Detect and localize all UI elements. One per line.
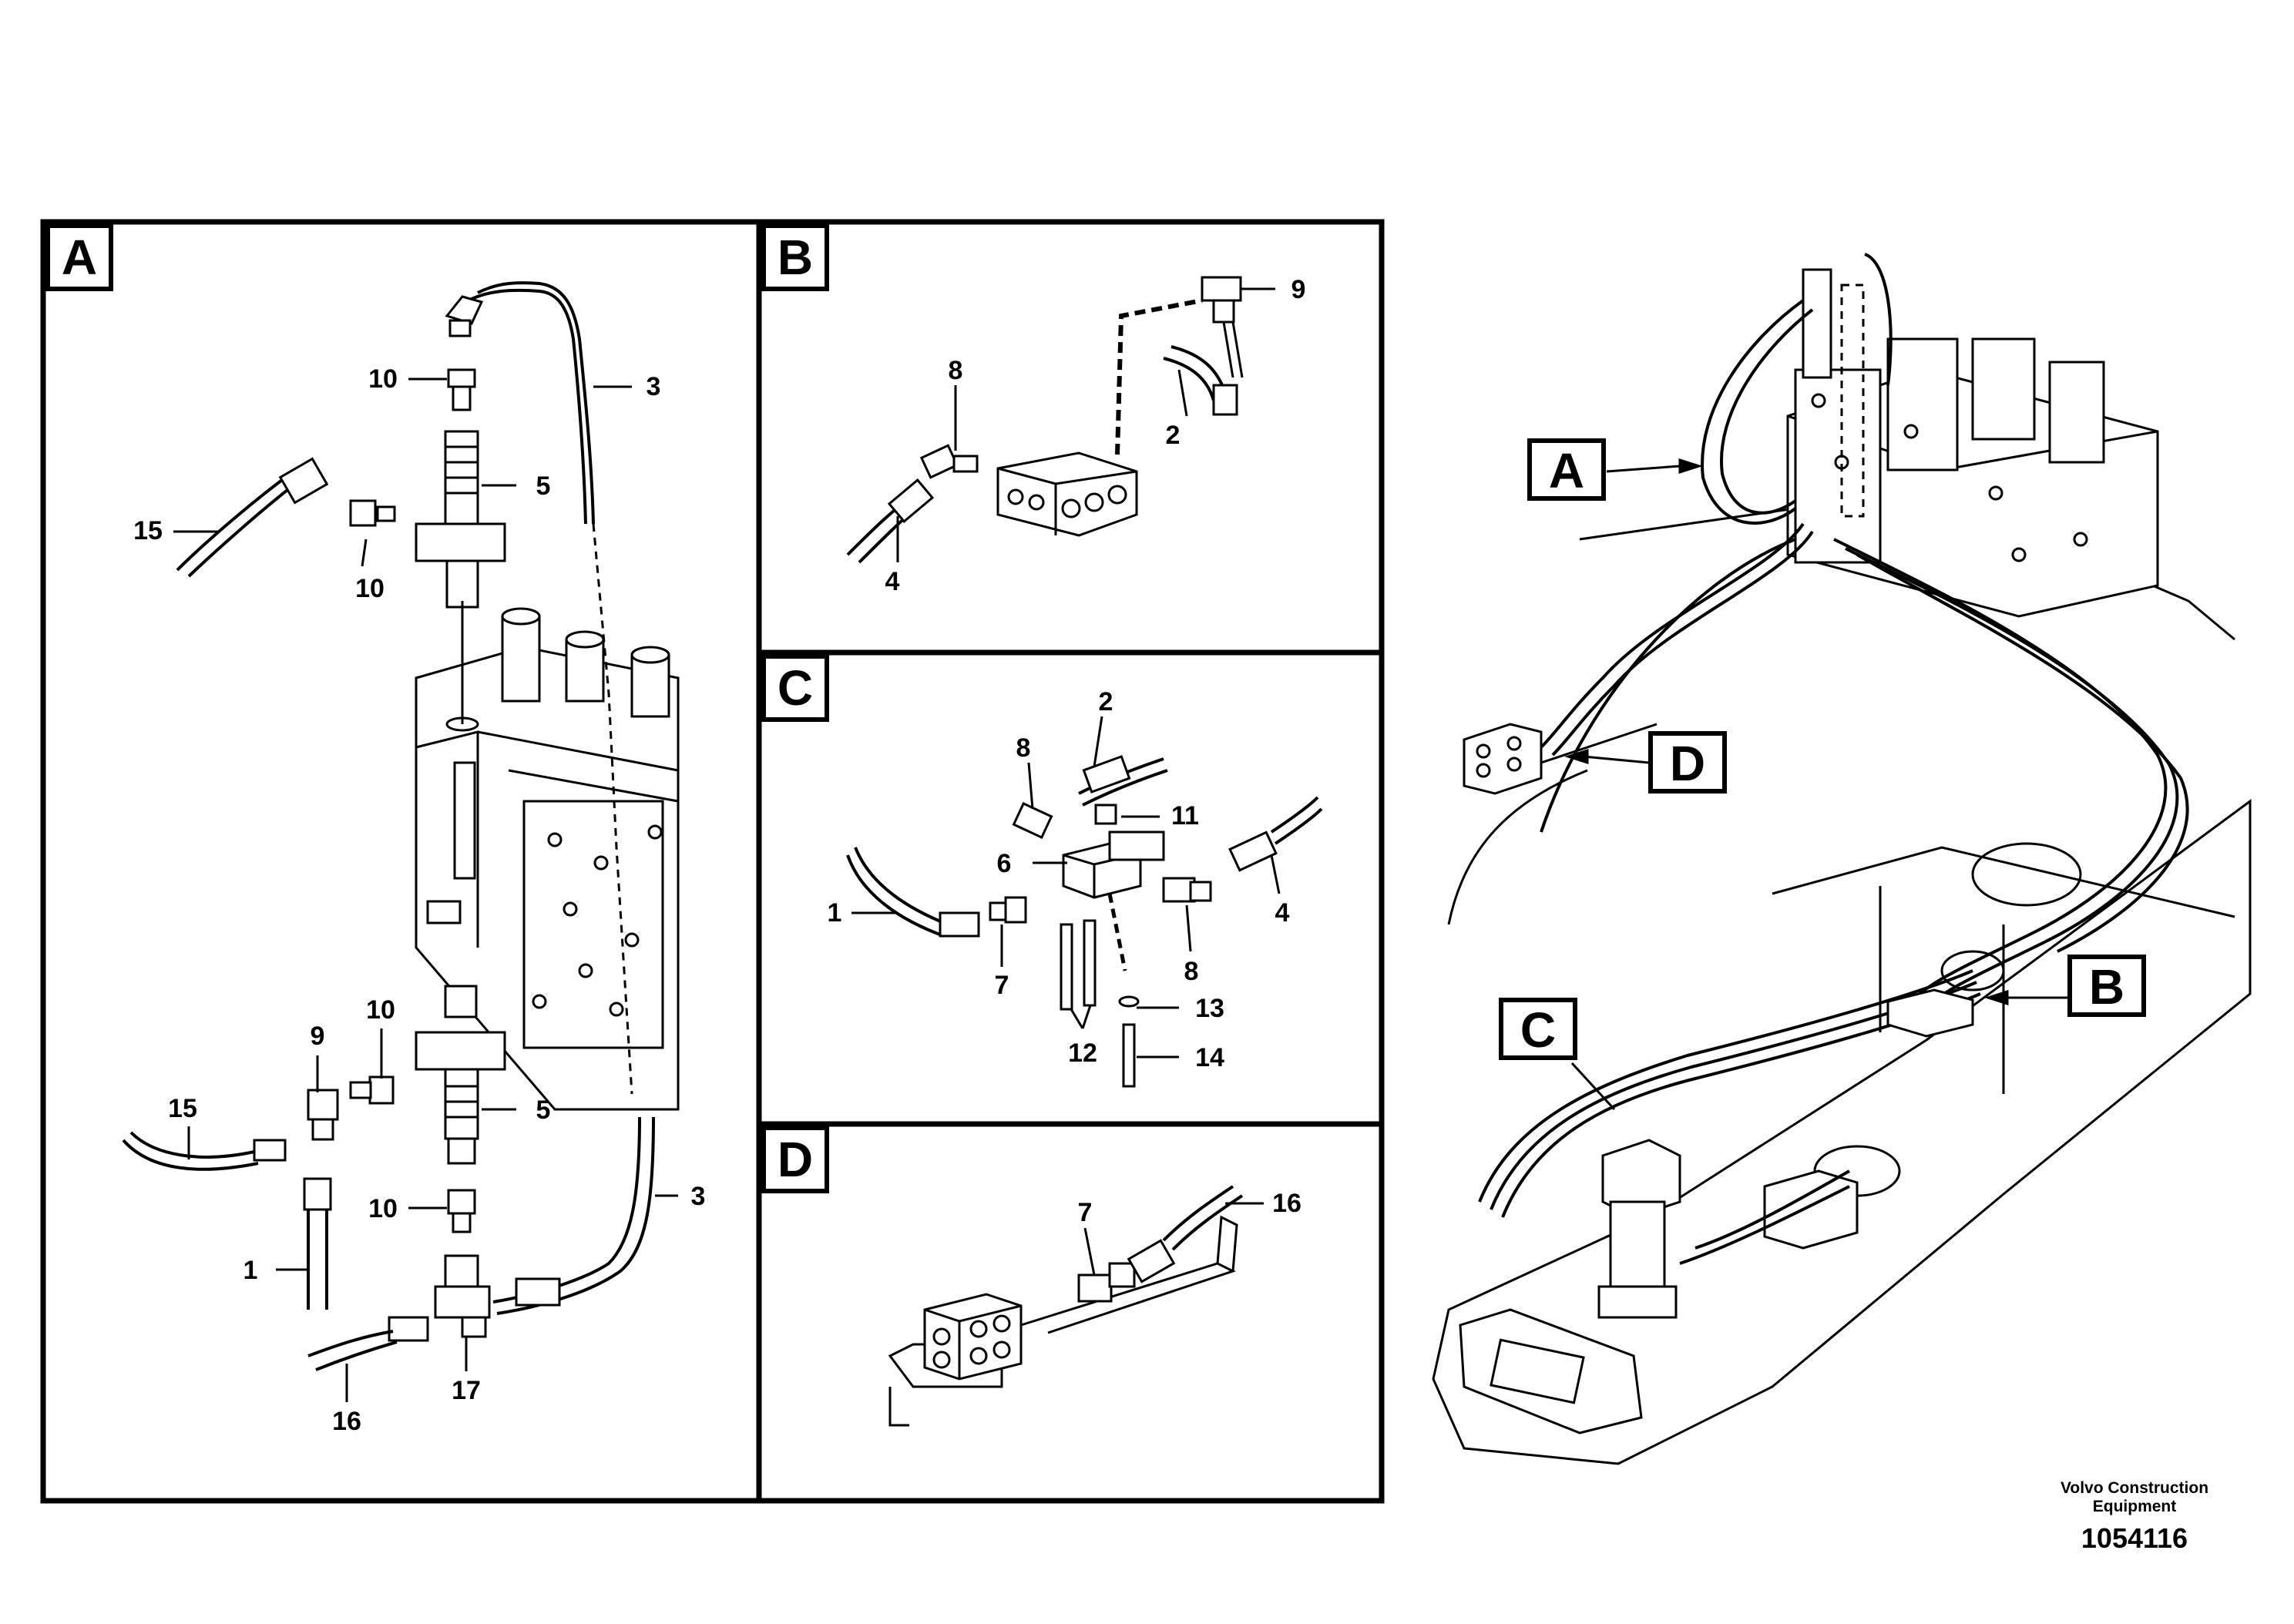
panel-label-c: C	[761, 654, 829, 722]
callout-14: 14	[1195, 1043, 1224, 1072]
callout-8: 8	[1016, 733, 1031, 763]
callout-3: 3	[691, 1182, 706, 1211]
panel-letter: A	[62, 230, 97, 285]
callout-7: 7	[1078, 1198, 1093, 1227]
overview-leaders	[1564, 458, 2069, 1111]
panel-b-leaders	[896, 287, 1275, 562]
callout-8: 8	[1184, 957, 1199, 986]
panel-a-drawing	[122, 281, 680, 1371]
overview-label-d: D	[1648, 731, 1727, 794]
company-line-1: Volvo Construction	[2060, 1479, 2209, 1497]
panel-b-drawing	[846, 276, 1244, 564]
panel-letter: D	[778, 1132, 813, 1187]
callout-17: 17	[452, 1376, 481, 1405]
callout-1: 1	[244, 1256, 258, 1285]
callout-2: 2	[1099, 687, 1113, 716]
panel-letter: B	[778, 230, 813, 285]
overview-letter: B	[2089, 959, 2124, 1015]
panel-label-d: D	[761, 1126, 829, 1193]
callout-11: 11	[1171, 801, 1199, 830]
overview-label-c: C	[1499, 998, 1577, 1060]
callout-13: 13	[1195, 994, 1224, 1023]
company-name: Volvo Construction Equipment	[2034, 1479, 2235, 1516]
callout-4: 4	[885, 567, 900, 596]
panel-d-drawing	[888, 1185, 1244, 1427]
panel-c-drawing	[846, 755, 1323, 1088]
callout-4: 4	[1275, 898, 1290, 928]
callout-10: 10	[366, 995, 395, 1025]
panel-d-callouts: 7 16	[1078, 1189, 1302, 1227]
panel-a-leaders	[173, 377, 678, 1402]
callout-9: 9	[311, 1022, 325, 1051]
overview-label-b: B	[2067, 955, 2146, 1017]
callout-2: 2	[1166, 421, 1181, 450]
panel-c-leaders	[851, 716, 1281, 1059]
callout-10: 10	[355, 574, 385, 603]
callout-16: 16	[332, 1407, 361, 1436]
callout-15: 15	[133, 516, 163, 545]
callout-1: 1	[828, 898, 842, 928]
overview-letter: A	[1549, 443, 1584, 498]
callout-7: 7	[995, 971, 1009, 1000]
callout-3: 3	[647, 372, 661, 401]
callout-5: 5	[536, 471, 551, 501]
overview-letter: D	[1670, 736, 1705, 791]
drawing-number: 1054116	[2081, 1522, 2188, 1554]
callout-10: 10	[368, 1194, 398, 1223]
callout-10: 10	[368, 364, 398, 394]
callout-6: 6	[997, 849, 1012, 878]
callout-16: 16	[1272, 1189, 1302, 1218]
panel-frames	[40, 219, 1385, 1504]
panel-a-callouts: 10 3 5 15 10 10 9 15 5 10 3 1 17 16	[133, 364, 705, 1436]
callout-15: 15	[168, 1094, 197, 1123]
panel-letter: C	[778, 660, 813, 716]
panel-d-leaders	[1083, 1202, 1264, 1276]
callout-12: 12	[1068, 1038, 1097, 1068]
callout-5: 5	[536, 1096, 551, 1125]
panel-label-a: A	[45, 223, 113, 291]
panel-label-b: B	[761, 223, 829, 291]
overview-label-a: A	[1527, 438, 1606, 501]
callout-9: 9	[1291, 275, 1306, 304]
overview-letter: C	[1520, 1002, 1556, 1058]
callout-8: 8	[949, 356, 963, 385]
overview-assembly	[1432, 253, 2252, 1465]
panel-c-callouts: 2 8 11 6 4 1 7 8 13 12 14	[828, 687, 1290, 1072]
panel-b-callouts: 9 8 2 4	[885, 275, 1306, 596]
company-line-2: Equipment	[2092, 1498, 2177, 1515]
